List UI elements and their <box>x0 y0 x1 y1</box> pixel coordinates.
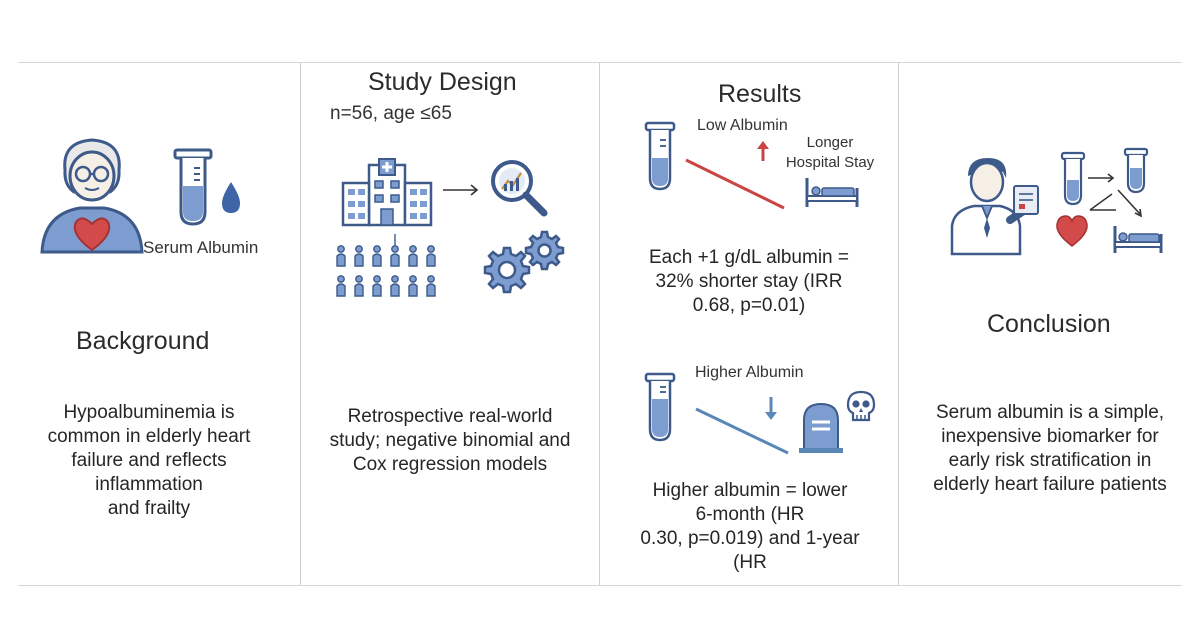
conclusion-bed-icon <box>1113 226 1163 253</box>
text-line: Higher albumin = lower <box>652 480 848 501</box>
background-body: Hypoalbuminemia is common in elderly hea… <box>20 401 278 521</box>
person-icon <box>408 245 418 267</box>
conclusion-tube-1-icon <box>1060 151 1086 206</box>
results-body-1: Each +1 g/dL albumin = 32% shorter stay … <box>615 246 883 318</box>
person-icon <box>390 245 400 267</box>
text-line: inexpensive biomarker for <box>941 426 1159 447</box>
study-design-body: Retrospective real-world study; negative… <box>315 405 585 477</box>
right-arrow-icon <box>443 184 479 196</box>
text-line: failure and reflects <box>71 450 227 471</box>
text-line: common in elderly heart <box>47 426 251 447</box>
text-line: inflammation <box>95 474 203 495</box>
test-tube-icon <box>173 148 213 226</box>
results-title: Results <box>718 80 802 108</box>
conclusion-tube-2-icon <box>1123 147 1149 194</box>
tombstone-icon <box>799 402 843 453</box>
decline-line-blue <box>695 407 789 455</box>
text-line: Retrospective real-world <box>347 406 553 427</box>
text-line: Each +1 g/dL albumin = <box>649 247 849 268</box>
text-line: study; negative binomial and <box>329 430 571 451</box>
droplet-icon <box>222 182 240 213</box>
text-line: (HR <box>733 552 767 573</box>
elderly-patient-icon <box>40 138 144 254</box>
high-albumin-tube-icon <box>644 372 676 442</box>
divider-2 <box>599 62 600 585</box>
text-line: and frailty <box>107 498 191 519</box>
serum-albumin-label: Serum Albumin <box>143 238 259 257</box>
text-line: 0.30, p=0.019) and 1-year <box>640 528 860 549</box>
arrows-triangle-icon <box>1088 173 1143 218</box>
bottom-rule <box>18 585 1182 586</box>
person-icon <box>336 245 346 267</box>
person-icon <box>408 275 418 297</box>
person-icon <box>390 275 400 297</box>
text-line: Hospital Stay <box>785 154 875 171</box>
divider-3 <box>898 62 899 585</box>
divider-1 <box>300 62 301 585</box>
hospital-bed-icon <box>805 178 859 207</box>
gears-icon <box>483 230 565 294</box>
top-rule <box>18 62 1182 63</box>
text-line: 0.68, p=0.01) <box>692 295 806 316</box>
text-line: Serum albumin is a simple, <box>935 402 1165 423</box>
person-icon <box>336 275 346 297</box>
text-line: 32% shorter stay (IRR <box>655 271 843 292</box>
person-icon <box>354 275 364 297</box>
heart-icon <box>1056 215 1088 247</box>
text-line: early risk stratification in <box>948 450 1152 471</box>
decline-line-red <box>685 158 785 210</box>
study-design-title: Study Design <box>368 68 517 96</box>
doctor-icon <box>950 158 1039 256</box>
text-line: Longer <box>806 134 854 151</box>
down-arrow-icon <box>765 397 777 420</box>
hospital-icon <box>341 158 433 227</box>
conclusion-title: Conclusion <box>987 310 1111 338</box>
person-icon <box>372 275 382 297</box>
person-icon <box>372 245 382 267</box>
longer-stay-label: Longer Hospital Stay <box>780 133 880 173</box>
person-icon <box>426 275 436 297</box>
text-line: Hypoalbuminemia is <box>63 402 235 423</box>
person-icon <box>426 245 436 267</box>
low-albumin-label: Low Albumin <box>697 117 788 134</box>
text-line: 6-month (HR <box>695 504 805 525</box>
patient-cohort-icon <box>336 234 436 297</box>
background-title: Background <box>76 327 210 355</box>
magnifier-chart-icon <box>491 160 548 217</box>
conclusion-body: Serum albumin is a simple, inexpensive b… <box>912 401 1188 497</box>
results-body-2: Higher albumin = lower 6-month (HR 0.30,… <box>612 479 888 575</box>
study-design-subtitle: n=56, age ≤65 <box>330 103 452 124</box>
text-line: elderly heart failure patients <box>933 474 1167 495</box>
higher-albumin-label: Higher Albumin <box>695 364 804 381</box>
text-line: Cox regression models <box>352 454 548 475</box>
up-arrow-icon <box>757 141 769 161</box>
skull-icon <box>846 390 876 422</box>
low-albumin-tube-icon <box>644 121 676 191</box>
person-icon <box>354 245 364 267</box>
